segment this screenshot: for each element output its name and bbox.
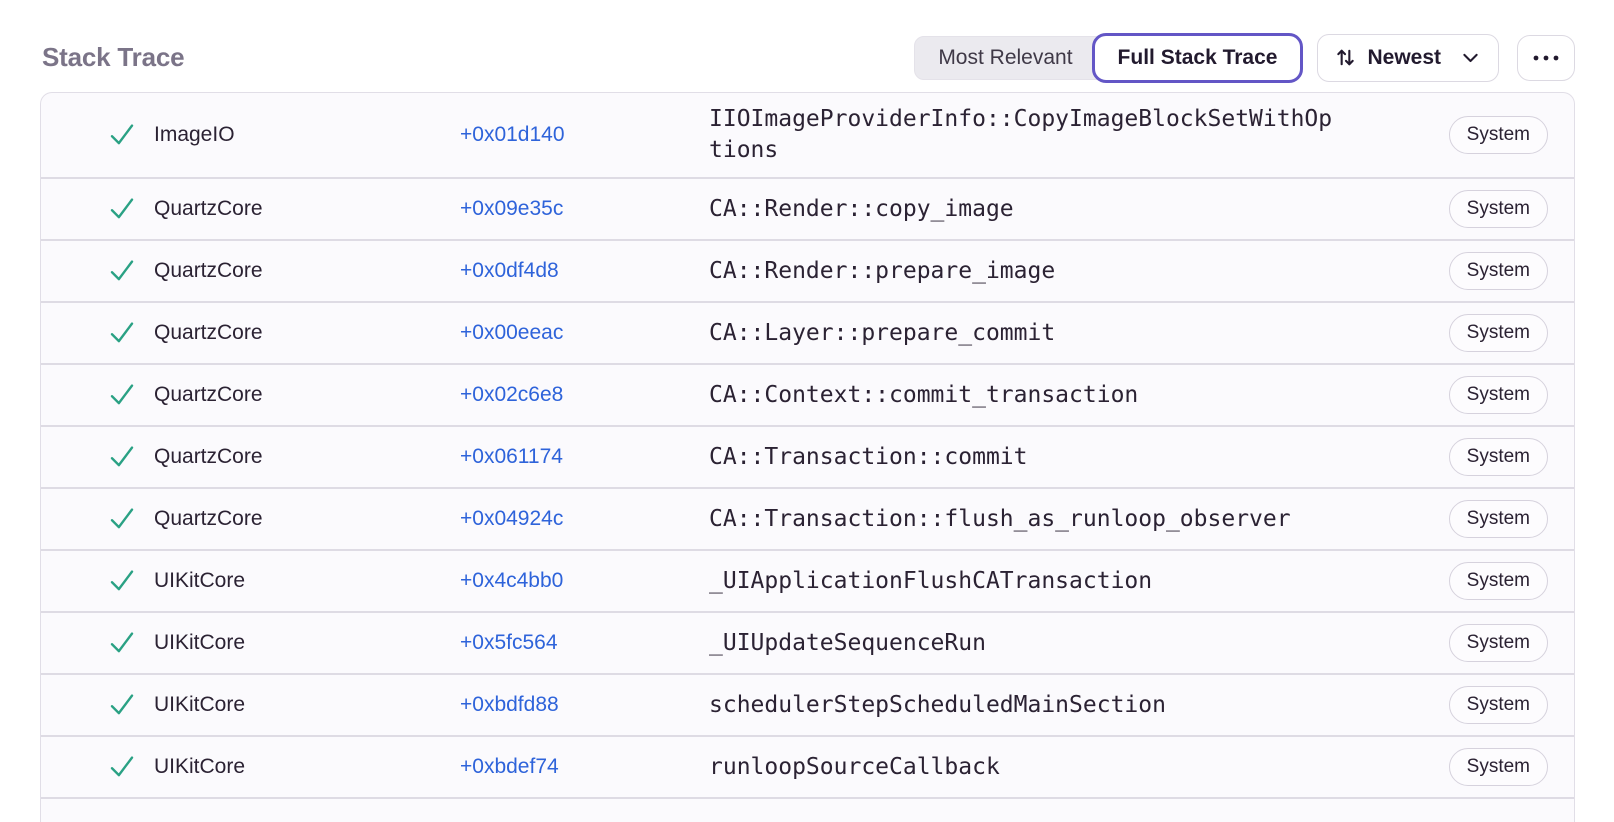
table-row[interactable]: UIKitCore +0xbdef74 runloopSourceCallbac… bbox=[41, 737, 1574, 799]
table-row[interactable]: QuartzCore +0x09e35c CA::Render::copy_im… bbox=[41, 179, 1574, 241]
frame-function: CA::Transaction::flush_as_runloop_observ… bbox=[709, 505, 1291, 532]
frame-address-link[interactable]: +0xbdef74 bbox=[460, 755, 559, 778]
sort-arrows-icon bbox=[1334, 46, 1357, 69]
frame-module: QuartzCore bbox=[154, 507, 263, 530]
frame-origin-badge: System bbox=[1448, 500, 1548, 538]
frame-origin-badge: System bbox=[1448, 748, 1548, 786]
table-row-partial bbox=[41, 799, 1574, 822]
table-row[interactable]: UIKitCore +0x4c4bb0 _UIApplicationFlushC… bbox=[41, 551, 1574, 613]
frame-origin-badge: System bbox=[1448, 252, 1548, 290]
check-icon bbox=[107, 194, 154, 224]
frame-origin-badge: System bbox=[1448, 686, 1548, 724]
frame-function: schedulerStepScheduledMainSection bbox=[709, 691, 1166, 718]
table-row[interactable]: UIKitCore +0xbdfd88 schedulerStepSchedul… bbox=[41, 675, 1574, 737]
table-row[interactable]: QuartzCore +0x00eeac CA::Layer::prepare_… bbox=[41, 303, 1574, 365]
frame-function: CA::Render::copy_image bbox=[709, 195, 1014, 222]
panel-header: Stack Trace Most Relevant Full Stack Tra… bbox=[0, 0, 1614, 92]
frame-origin-badge: System bbox=[1448, 116, 1548, 154]
frame-address-link[interactable]: +0x09e35c bbox=[460, 197, 564, 220]
frame-function: _UIUpdateSequenceRun bbox=[709, 629, 986, 656]
check-icon bbox=[107, 504, 154, 534]
frame-module: ImageIO bbox=[154, 123, 235, 146]
check-icon bbox=[107, 566, 154, 596]
frame-function: CA::Layer::prepare_commit bbox=[709, 319, 1056, 346]
check-icon bbox=[107, 752, 154, 782]
frame-address-link[interactable]: +0xbdfd88 bbox=[460, 693, 559, 716]
frame-origin-badge: System bbox=[1448, 624, 1548, 662]
frame-module: UIKitCore bbox=[154, 631, 246, 654]
frame-function: CA::Transaction::commit bbox=[709, 443, 1028, 470]
frame-origin-badge: System bbox=[1448, 314, 1548, 352]
sort-button-label: Newest bbox=[1367, 45, 1441, 69]
table-row[interactable]: QuartzCore +0x04924c CA::Transaction::fl… bbox=[41, 489, 1574, 551]
ellipsis-icon bbox=[1532, 53, 1560, 63]
most-relevant-button[interactable]: Most Relevant bbox=[914, 35, 1110, 80]
frame-origin-badge: System bbox=[1448, 562, 1548, 600]
sort-button[interactable]: Newest bbox=[1317, 33, 1499, 82]
frame-origin-badge: System bbox=[1448, 438, 1548, 476]
view-toggle: Most Relevant Full Stack Trace bbox=[914, 32, 1304, 83]
frame-address-link[interactable]: +0x0df4d8 bbox=[460, 259, 559, 282]
check-icon bbox=[107, 690, 154, 720]
frame-address-link[interactable]: +0x04924c bbox=[460, 507, 564, 530]
check-icon bbox=[107, 380, 154, 410]
frame-function: runloopSourceCallback bbox=[709, 753, 1000, 780]
table-row[interactable]: UIKitCore +0x5fc564 _UIUpdateSequenceRun… bbox=[41, 613, 1574, 675]
chevron-down-icon bbox=[1460, 47, 1481, 68]
frame-module: QuartzCore bbox=[154, 321, 263, 344]
stack-trace-table: ImageIO +0x01d140 IIOImageProviderInfo::… bbox=[40, 92, 1575, 822]
check-icon bbox=[107, 256, 154, 286]
frame-module: QuartzCore bbox=[154, 445, 263, 468]
frame-module: UIKitCore bbox=[154, 569, 246, 592]
table-row[interactable]: QuartzCore +0x02c6e8 CA::Context::commit… bbox=[41, 365, 1574, 427]
frame-module: UIKitCore bbox=[154, 693, 246, 716]
frame-function: CA::Context::commit_transaction bbox=[709, 381, 1139, 408]
frame-module: QuartzCore bbox=[154, 383, 263, 406]
page-title: Stack Trace bbox=[42, 42, 185, 72]
full-stack-trace-button[interactable]: Full Stack Trace bbox=[1091, 32, 1304, 83]
check-icon bbox=[107, 120, 154, 150]
frame-origin-badge: System bbox=[1448, 190, 1548, 228]
frame-origin-badge: System bbox=[1448, 376, 1548, 414]
header-controls: Most Relevant Full Stack Trace Newest bbox=[914, 32, 1575, 83]
check-icon bbox=[107, 628, 154, 658]
check-icon bbox=[107, 318, 154, 348]
table-row[interactable]: QuartzCore +0x0df4d8 CA::Render::prepare… bbox=[41, 241, 1574, 303]
frame-function: CA::Render::prepare_image bbox=[709, 257, 1056, 284]
frame-address-link[interactable]: +0x00eeac bbox=[460, 321, 564, 344]
frame-function: IIOImageProviderInfo::CopyImageBlockSetW… bbox=[709, 106, 1333, 163]
frame-module: UIKitCore bbox=[154, 755, 246, 778]
frame-address-link[interactable]: +0x02c6e8 bbox=[460, 383, 564, 406]
frame-address-link[interactable]: +0x5fc564 bbox=[460, 631, 558, 654]
table-row[interactable]: QuartzCore +0x061174 CA::Transaction::co… bbox=[41, 427, 1574, 489]
check-icon bbox=[107, 442, 154, 472]
frame-address-link[interactable]: +0x01d140 bbox=[460, 123, 565, 146]
frame-function: _UIApplicationFlushCATransaction bbox=[709, 567, 1153, 594]
frame-address-link[interactable]: +0x4c4bb0 bbox=[460, 569, 564, 592]
frame-module: QuartzCore bbox=[154, 259, 263, 282]
frame-address-link[interactable]: +0x061174 bbox=[460, 445, 563, 468]
more-options-button[interactable] bbox=[1517, 34, 1575, 81]
frame-module: QuartzCore bbox=[154, 197, 263, 220]
table-row[interactable]: ImageIO +0x01d140 IIOImageProviderInfo::… bbox=[41, 93, 1574, 179]
